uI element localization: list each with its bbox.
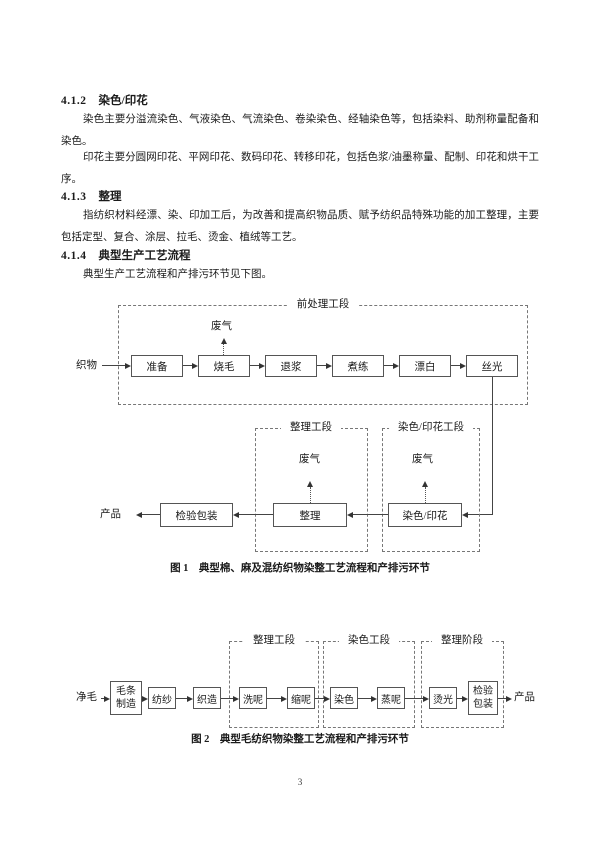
section-heading-414: 4.1.4 典型生产工艺流程 bbox=[61, 247, 191, 263]
flow-line bbox=[176, 698, 188, 699]
waste-gas-dotted-line bbox=[425, 487, 426, 503]
step-box-fulling: 缩呢 bbox=[287, 687, 315, 709]
flow-arrow bbox=[281, 696, 287, 702]
paragraph: 典型生产工艺流程和产排污环节见下图。 bbox=[83, 269, 272, 280]
paragraph: 指纺织材料经漂、染、印加工后，为改善和提高织物品质、赋予纺织品特殊功能的加工整理… bbox=[61, 210, 539, 243]
step-box-scouring: 煮练 bbox=[332, 355, 384, 377]
waste-gas-label: 废气 bbox=[211, 321, 232, 332]
flow-line bbox=[315, 698, 325, 699]
flow-arrow bbox=[326, 363, 332, 369]
flow-arrow bbox=[259, 363, 265, 369]
step-box-polishing: 烫光 bbox=[429, 687, 457, 709]
flow-line bbox=[457, 698, 463, 699]
flow-arrow bbox=[423, 696, 429, 702]
section-title: 整理 bbox=[98, 191, 122, 203]
connector-line-horizontal bbox=[468, 514, 493, 515]
flow-arrow bbox=[460, 363, 466, 369]
flow-arrow bbox=[462, 696, 468, 702]
step-box-desizing: 退浆 bbox=[265, 355, 317, 377]
page-number: 3 bbox=[297, 778, 303, 788]
waste-gas-dotted-line bbox=[310, 487, 311, 503]
waste-gas-dotted-line bbox=[223, 344, 224, 355]
flow-arrow bbox=[393, 363, 399, 369]
flow-arrow bbox=[125, 363, 131, 369]
dyeing-printing-group-box bbox=[382, 428, 480, 552]
fabric-input-label: 织物 bbox=[76, 360, 97, 371]
finishing-group-box bbox=[255, 428, 368, 552]
flow-arrow bbox=[233, 512, 239, 518]
flow-arrow bbox=[104, 696, 110, 702]
figure-1-flowchart: 前处理工段 织物 废气 准备 烧毛 退浆 煮练 漂白 丝光 整理工段 bbox=[0, 295, 600, 560]
dyeing-printing-group-label: 染色/印花工段 bbox=[389, 421, 473, 435]
flow-arrow bbox=[192, 363, 198, 369]
flow-line bbox=[405, 698, 424, 699]
step-box-mercerizing: 丝光 bbox=[466, 355, 518, 377]
flow-arrow bbox=[506, 696, 512, 702]
waste-gas-arrow bbox=[221, 338, 227, 344]
figure-2-caption: 图 2 典型毛纺织物染整工艺流程和产排污环节 bbox=[191, 734, 409, 745]
product-output-label: 产品 bbox=[514, 692, 535, 703]
dyeing-stage-group-label: 染色工段 bbox=[339, 634, 399, 648]
flow-line bbox=[250, 365, 260, 366]
step-box-finishing: 整理 bbox=[273, 503, 347, 527]
flow-line bbox=[142, 514, 160, 515]
section-number: 4.1.4 bbox=[61, 250, 87, 262]
flow-line bbox=[101, 698, 105, 699]
step-box-bleaching: 漂白 bbox=[399, 355, 451, 377]
flow-arrow bbox=[462, 512, 468, 518]
section-number: 4.1.2 bbox=[61, 95, 87, 107]
step-box-singeing: 烧毛 bbox=[198, 355, 250, 377]
step-box-steaming: 蒸呢 bbox=[377, 687, 405, 709]
waste-gas-label: 废气 bbox=[299, 454, 320, 465]
waste-gas-label: 废气 bbox=[412, 454, 433, 465]
figure-2-flowchart: 整理工段 染色工段 整理阶段 净毛 产品 毛条制造 纺纱 织造 洗呢 缩呢 染色… bbox=[0, 630, 600, 730]
flow-arrow bbox=[347, 512, 353, 518]
step-box-inspection-packing: 检验包装 bbox=[468, 681, 498, 715]
step-box-weaving: 织造 bbox=[193, 687, 221, 709]
flow-line bbox=[451, 365, 461, 366]
flow-arrow bbox=[233, 696, 239, 702]
waste-gas-arrow bbox=[307, 481, 313, 487]
step-box-wool-top-making: 毛条制造 bbox=[110, 681, 142, 715]
step-box-dyeing: 染色 bbox=[330, 687, 358, 709]
flow-line bbox=[384, 365, 394, 366]
product-output-label: 产品 bbox=[100, 509, 121, 520]
finishing-stage-group-box bbox=[229, 641, 319, 728]
section-title: 典型生产工艺流程 bbox=[98, 250, 191, 262]
flow-line bbox=[317, 365, 327, 366]
flow-line bbox=[221, 698, 234, 699]
flow-arrow bbox=[142, 696, 148, 702]
flow-arrow bbox=[136, 512, 142, 518]
flow-arrow bbox=[371, 696, 377, 702]
flow-line bbox=[238, 514, 273, 515]
step-box-inspection-packing: 检验包装 bbox=[160, 503, 233, 527]
waste-gas-arrow bbox=[422, 481, 428, 487]
wool-input-label: 净毛 bbox=[76, 692, 97, 703]
paragraph: 染色主要分溢流染色、气液染色、气流染色、卷染染色、经轴染色等，包括染料、助剂称量… bbox=[61, 114, 539, 147]
figure-1-caption: 图 1 典型棉、麻及混纺织物染整工艺流程和产排污环节 bbox=[170, 563, 430, 574]
step-box-prepare: 准备 bbox=[131, 355, 183, 377]
flow-line bbox=[498, 698, 507, 699]
step-box-spinning: 纺纱 bbox=[148, 687, 176, 709]
flow-line bbox=[358, 698, 372, 699]
section-title: 染色/印花 bbox=[98, 95, 148, 107]
step-box-scouring-cloth: 洗呢 bbox=[239, 687, 267, 709]
final-stage-group-label: 整理阶段 bbox=[432, 634, 492, 648]
flow-line bbox=[352, 514, 388, 515]
flow-arrow bbox=[187, 696, 193, 702]
flow-line bbox=[267, 698, 282, 699]
finishing-group-label: 整理工段 bbox=[281, 421, 341, 435]
section-heading-413: 4.1.3 整理 bbox=[61, 188, 122, 204]
paragraph: 印花主要分圆网印花、平网印花、数码印花、转移印花，包括色浆/油墨称量、配制、印花… bbox=[61, 152, 539, 185]
flow-line bbox=[183, 365, 193, 366]
section-number: 4.1.3 bbox=[61, 191, 87, 203]
dyeing-stage-group-box bbox=[323, 641, 415, 728]
flow-line bbox=[102, 365, 125, 366]
finishing-stage-group-label: 整理工段 bbox=[244, 634, 304, 648]
connector-line-vertical bbox=[492, 377, 493, 515]
step-box-dyeing-printing: 染色/印花 bbox=[388, 503, 462, 527]
section-heading-412: 4.1.2 染色/印花 bbox=[61, 92, 148, 108]
flow-arrow bbox=[324, 696, 330, 702]
pretreatment-group-label: 前处理工段 bbox=[287, 298, 359, 312]
